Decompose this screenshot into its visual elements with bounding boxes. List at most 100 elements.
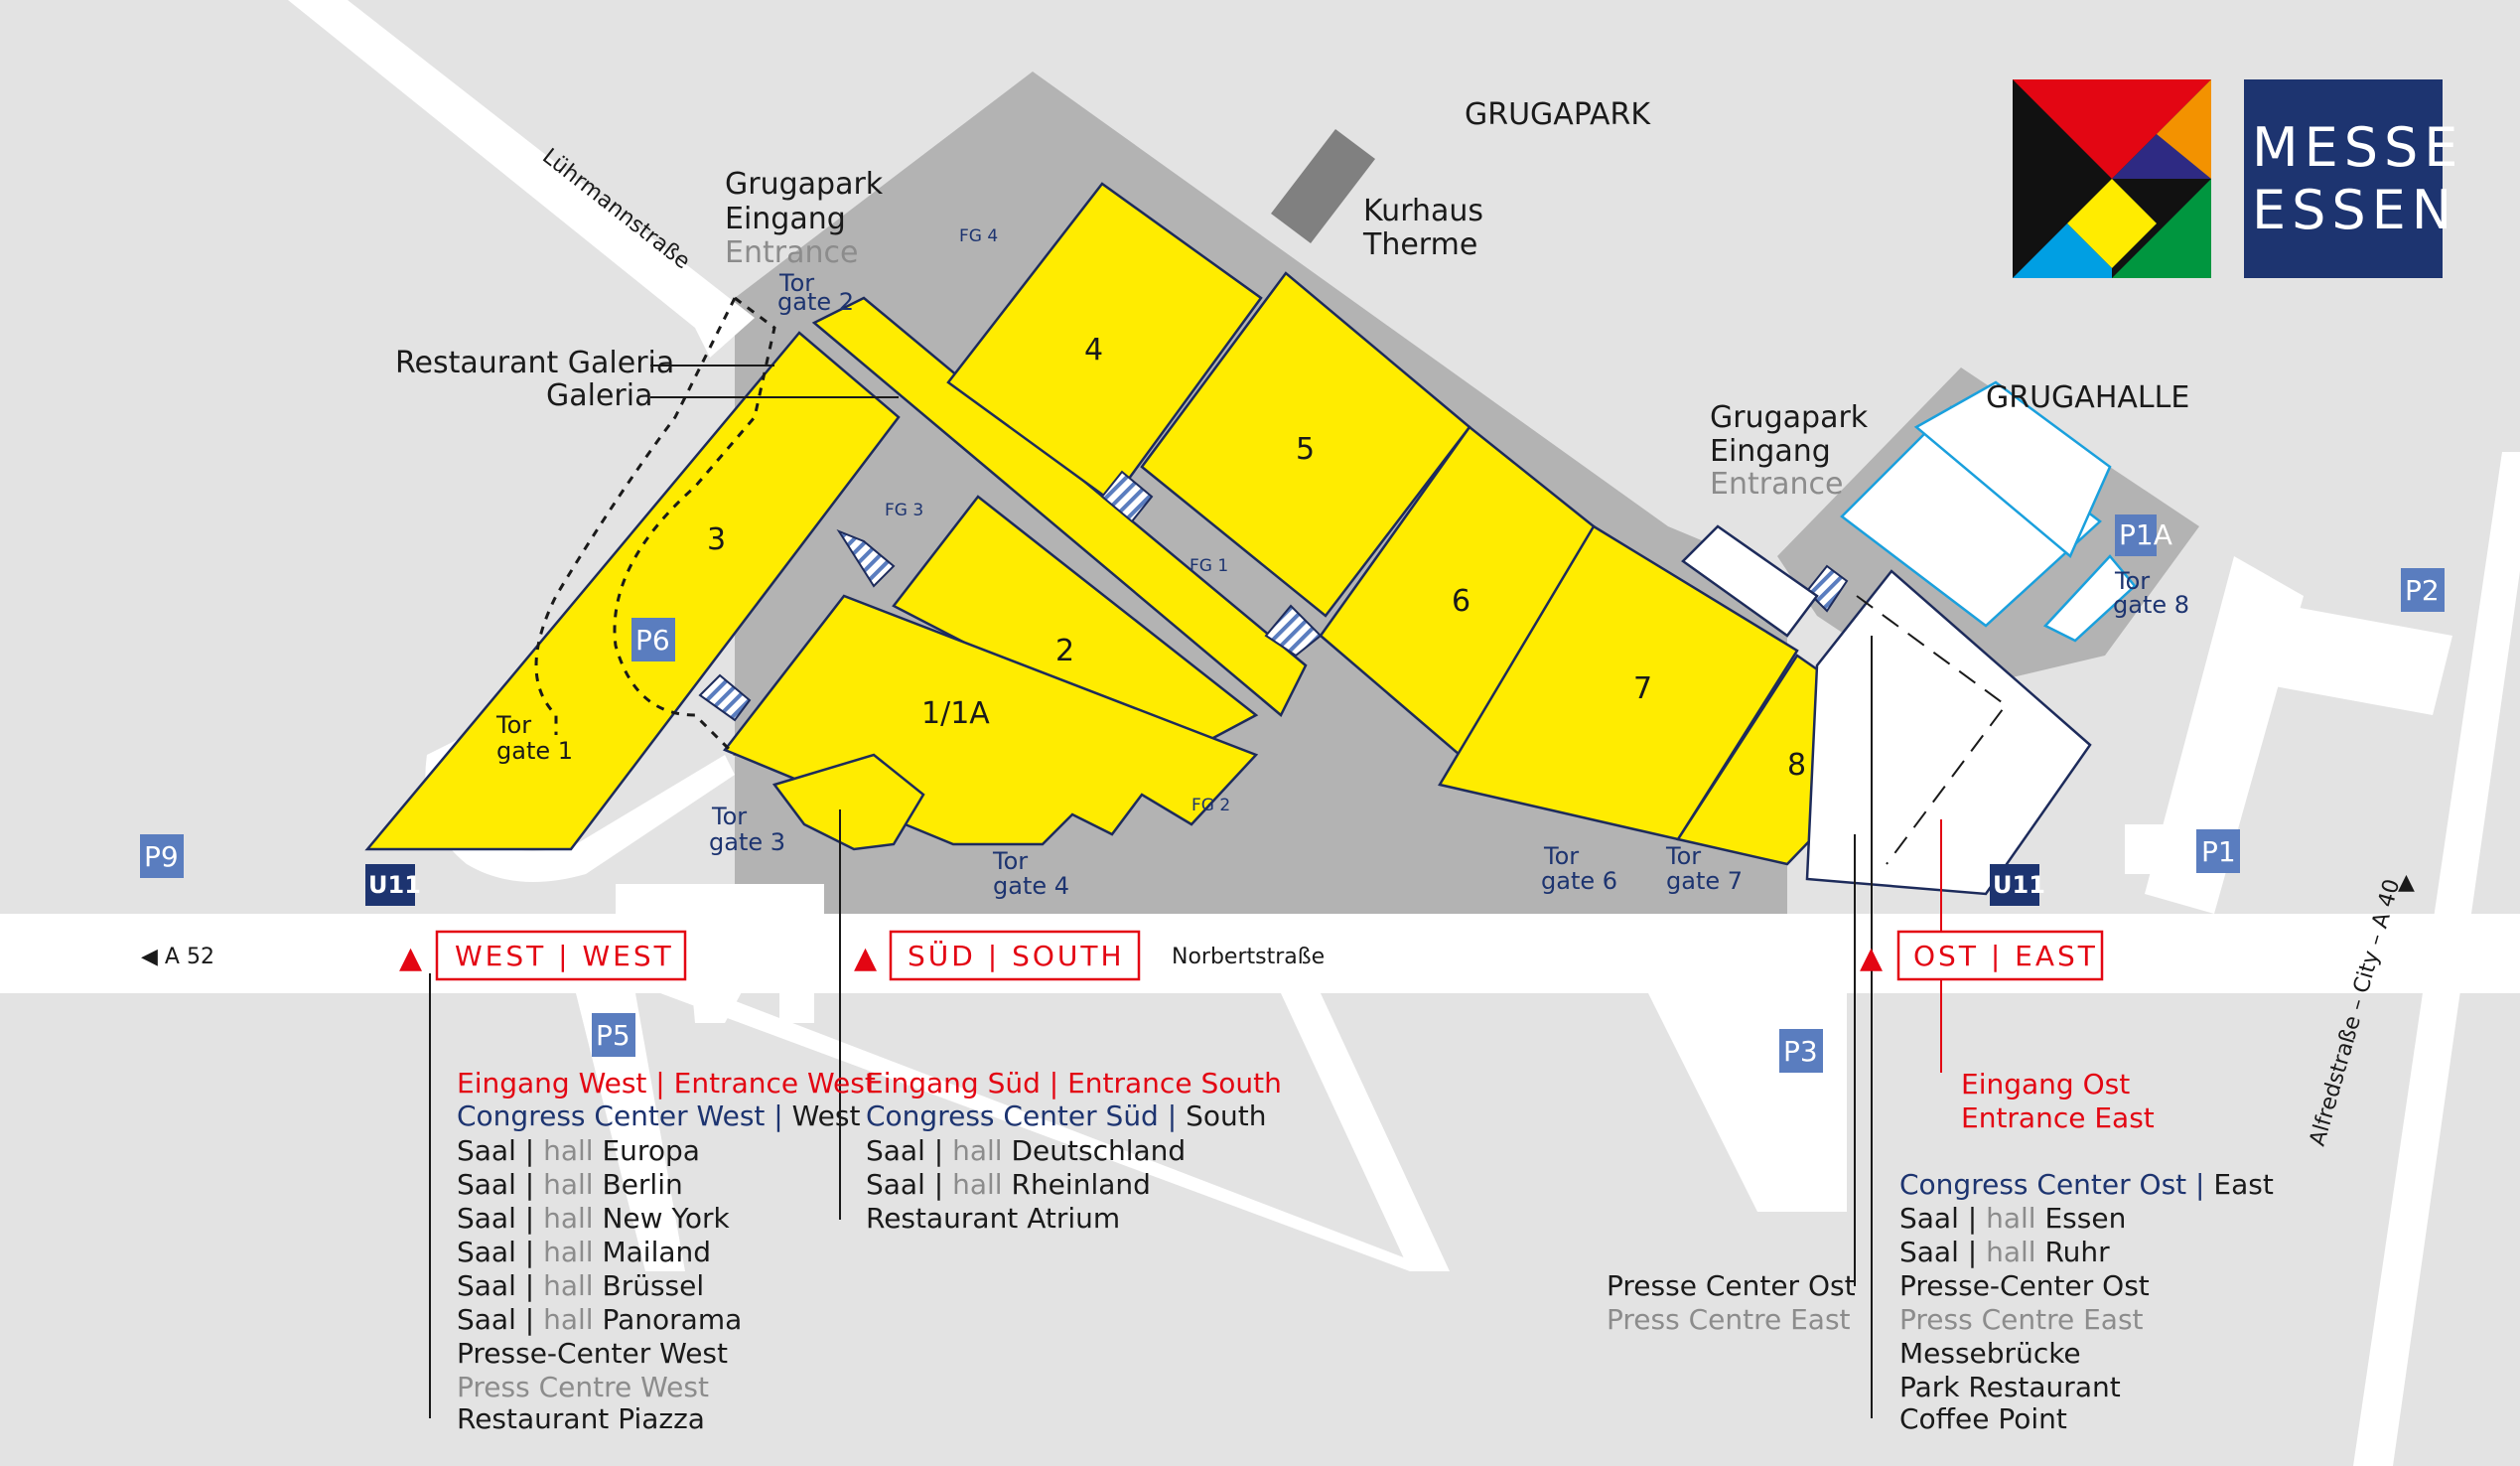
connector-3 bbox=[1264, 604, 1323, 658]
galeria-passage[interactable] bbox=[811, 296, 1308, 717]
svg-text:Press Centre East: Press Centre East bbox=[1899, 1303, 2144, 1336]
congress-center-east[interactable] bbox=[1805, 569, 2092, 896]
congress-center-east-wing[interactable] bbox=[1681, 524, 1819, 638]
parking-p9[interactable]: P9 bbox=[140, 834, 184, 878]
hall-7[interactable] bbox=[1438, 524, 1799, 841]
hall-5-label[interactable]: 5 bbox=[1296, 432, 1315, 467]
svg-text:Park Restaurant: Park Restaurant bbox=[1899, 1371, 2121, 1403]
svg-text:Saal | hall Europa: Saal | hall Europa bbox=[457, 1134, 700, 1167]
gate-3-en: gate 3 bbox=[709, 828, 785, 856]
connector-4 bbox=[698, 673, 752, 722]
parking-p3[interactable]: P3 bbox=[1779, 1029, 1823, 1073]
parking-p1a[interactable]: P1A bbox=[2115, 514, 2172, 556]
alfred-street-label: Alfredstraße – City – A 40 bbox=[2306, 876, 2406, 1148]
svg-text:Congress Center Ost | East: Congress Center Ost | East bbox=[1899, 1168, 2274, 1201]
svg-text:Eingang Süd | Entrance South: Eingang Süd | Entrance South bbox=[866, 1067, 1282, 1100]
west-directory: Eingang West | Entrance West Congress Ce… bbox=[457, 1067, 876, 1435]
gate-main-de-1: Grugapark bbox=[725, 167, 884, 202]
entrance-south[interactable]: ▲ SÜD | SOUTH bbox=[854, 930, 1141, 981]
warning-triangle-icon: ▲ bbox=[1860, 941, 1883, 975]
hall-4-label[interactable]: 4 bbox=[1084, 333, 1103, 367]
south-directory: Eingang Süd | Entrance South Congress Ce… bbox=[866, 1067, 1282, 1235]
svg-text:Saal | hall Brüssel: Saal | hall Brüssel bbox=[457, 1269, 704, 1302]
svg-text:Saal | hall Deutschland: Saal | hall Deutschland bbox=[866, 1134, 1186, 1167]
warning-triangle-icon: ▲ bbox=[854, 941, 877, 975]
galeria-label: Galeria bbox=[546, 378, 652, 413]
svg-text:Entrance East: Entrance East bbox=[1961, 1101, 2155, 1134]
entrance-west[interactable]: ▲ WEST | WEST bbox=[399, 930, 687, 981]
svg-text:P6: P6 bbox=[635, 624, 670, 657]
hall-8-label[interactable]: 8 bbox=[1787, 748, 1806, 783]
grugahalle-label: GRUGAHALLE bbox=[1986, 380, 2189, 415]
parking-p1[interactable]: P1 bbox=[2196, 829, 2240, 873]
gate-2-en: gate 2 bbox=[777, 288, 854, 316]
east-directory: Congress Center Ost | East Saal | hall E… bbox=[1899, 1168, 2274, 1435]
svg-text:Presse-Center Ost: Presse-Center Ost bbox=[1899, 1269, 2150, 1302]
svg-text:U11: U11 bbox=[368, 871, 421, 899]
svg-text:P2: P2 bbox=[2405, 574, 2440, 607]
grugapark-label: GRUGAPARK bbox=[1465, 97, 1651, 132]
svg-text:Saal | hall Mailand: Saal | hall Mailand bbox=[457, 1236, 711, 1268]
luehrmann-street-label: Lührmannstraße bbox=[537, 144, 694, 274]
gate-east-en: Entrance bbox=[1710, 467, 1843, 502]
east-press-left: Presse Center Ost Press Centre East bbox=[1607, 1269, 1856, 1336]
logo-line-1: MESSE bbox=[2252, 116, 2463, 179]
leader-lines bbox=[429, 365, 1942, 1418]
a52-label: ◀ A 52 bbox=[141, 945, 214, 969]
connector-1 bbox=[1100, 470, 1154, 523]
svg-text:Presse Center Ost: Presse Center Ost bbox=[1607, 1269, 1856, 1302]
svg-text:Coffee Point: Coffee Point bbox=[1899, 1402, 2067, 1435]
subway-u11-east[interactable]: U11 bbox=[1990, 864, 2045, 906]
gate-8-de: Tor bbox=[2114, 567, 2150, 595]
warning-triangle-icon: ▲ bbox=[399, 941, 422, 975]
passage-fg2: FG 2 bbox=[1191, 796, 1230, 815]
svg-text:P1A: P1A bbox=[2119, 518, 2172, 551]
hall-2-label[interactable]: 2 bbox=[1055, 634, 1074, 668]
svg-text:Congress Center West | West: Congress Center West | West bbox=[457, 1100, 860, 1132]
gate-7-de: Tor bbox=[1665, 842, 1701, 870]
hall-1-annex[interactable] bbox=[771, 753, 925, 851]
gate-7-en: gate 7 bbox=[1666, 867, 1743, 895]
hall-4[interactable] bbox=[946, 182, 1263, 504]
svg-text:Saal | hall Essen: Saal | hall Essen bbox=[1899, 1202, 2126, 1235]
svg-text:Press Centre West: Press Centre West bbox=[457, 1371, 709, 1403]
parking-p2[interactable]: P2 bbox=[2401, 568, 2445, 612]
svg-text:Saal | hall Panorama: Saal | hall Panorama bbox=[457, 1303, 742, 1336]
svg-text:U11: U11 bbox=[1993, 871, 2045, 899]
svg-text:Saal | hall Rheinland: Saal | hall Rheinland bbox=[866, 1168, 1151, 1201]
svg-text:P5: P5 bbox=[596, 1019, 630, 1052]
hall-3-label[interactable]: 3 bbox=[707, 522, 726, 557]
grugahalle-building[interactable] bbox=[1840, 380, 2137, 643]
gate-east-de-2: Eingang bbox=[1710, 434, 1831, 469]
hall-3[interactable] bbox=[364, 331, 901, 851]
gate-main-de-2: Eingang bbox=[725, 202, 846, 236]
svg-text:Saal | hall New York: Saal | hall New York bbox=[457, 1202, 730, 1235]
gate-6-de: Tor bbox=[1543, 842, 1579, 870]
svg-text:Restaurant Atrium: Restaurant Atrium bbox=[866, 1202, 1120, 1235]
gate-4-en: gate 4 bbox=[993, 872, 1069, 900]
hall-6-label[interactable]: 6 bbox=[1452, 584, 1470, 619]
right-arrow-icon: ▲ bbox=[2398, 870, 2415, 895]
entrance-east[interactable]: ▲ OST | EAST bbox=[1860, 930, 2104, 981]
norbert-street-label: Norbertstraße bbox=[1172, 945, 1325, 969]
parking-p6[interactable]: P6 bbox=[631, 618, 675, 661]
logo-line-2: ESSEN bbox=[2252, 179, 2457, 241]
svg-text:P9: P9 bbox=[144, 840, 179, 873]
parking-p5[interactable]: P5 bbox=[592, 1013, 635, 1057]
gate-1-de: Tor bbox=[495, 711, 531, 739]
hall-7-label[interactable]: 7 bbox=[1633, 671, 1652, 706]
gate-6-en: gate 6 bbox=[1541, 867, 1617, 895]
svg-text:Saal | hall Ruhr: Saal | hall Ruhr bbox=[1899, 1236, 2110, 1268]
svg-text:OST | EAST: OST | EAST bbox=[1913, 940, 2098, 972]
gate-8-en: gate 8 bbox=[2113, 591, 2189, 619]
subway-u11-west[interactable]: U11 bbox=[365, 864, 421, 906]
kurhaus-label-2: Therme bbox=[1362, 227, 1477, 262]
messe-essen-logo bbox=[2013, 79, 2443, 278]
connector-5 bbox=[1805, 564, 1849, 613]
hall-1-label[interactable]: 1/1A bbox=[921, 696, 990, 731]
svg-text:P3: P3 bbox=[1783, 1035, 1818, 1068]
svg-text:SÜD | SOUTH: SÜD | SOUTH bbox=[908, 939, 1125, 972]
restaurant-galeria-label: Restaurant Galeria bbox=[395, 346, 674, 380]
